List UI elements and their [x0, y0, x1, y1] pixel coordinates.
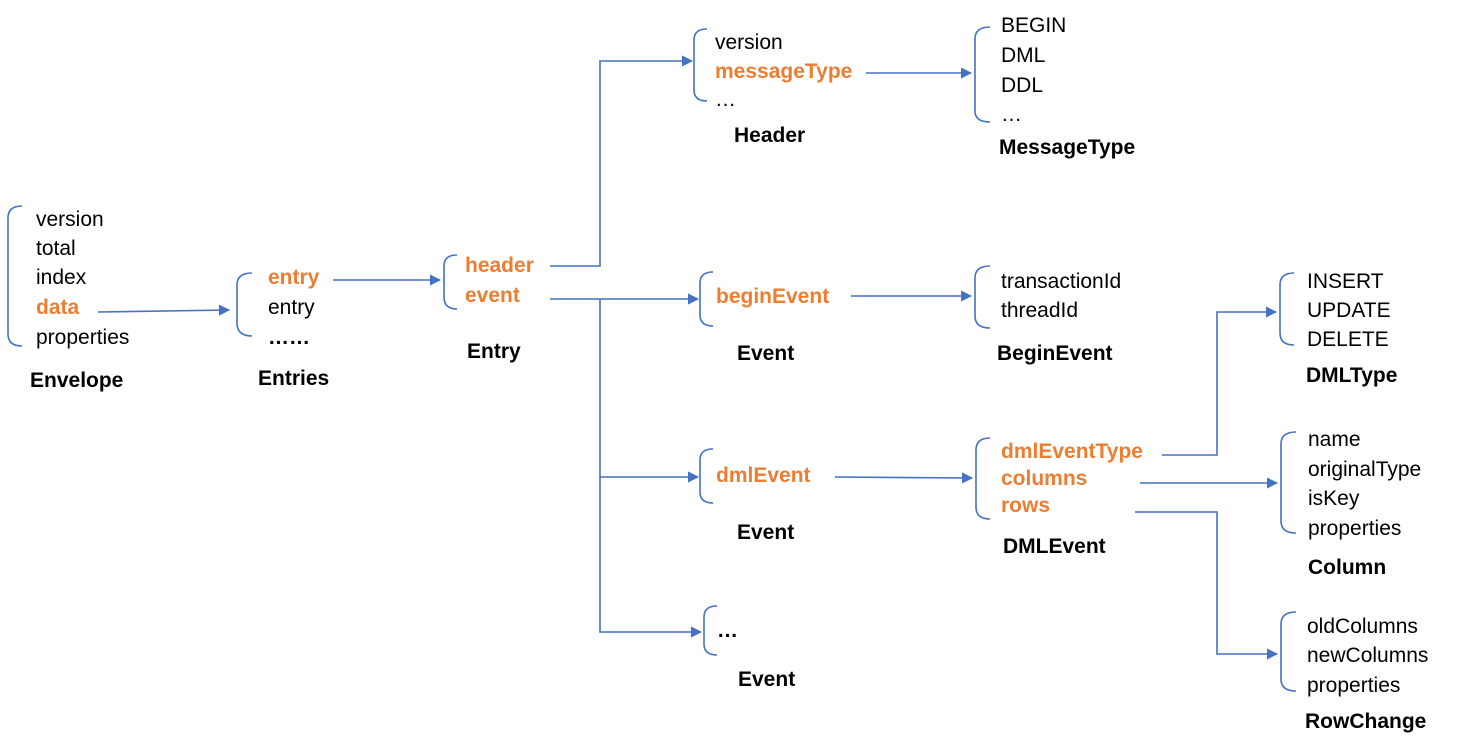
entries-title: Entries: [258, 367, 329, 390]
messagetype-title: MessageType: [999, 136, 1135, 159]
rowchange-field-oldcolumns: oldColumns: [1307, 615, 1418, 638]
messagetype-value-ddl: DDL: [1001, 74, 1043, 97]
entry-title: Entry: [467, 340, 521, 363]
dmlevent-brace: [975, 437, 991, 520]
envelope-title: Envelope: [30, 369, 123, 392]
beginevent-title: BeginEvent: [997, 342, 1113, 365]
envelope-field-total: total: [36, 237, 76, 260]
entry-field-event: event: [465, 284, 520, 307]
rowchange-brace: [1280, 611, 1297, 692]
entry-field-header: header: [465, 254, 534, 277]
entries-brace: [236, 272, 253, 337]
dml-event-container-brace: [699, 448, 714, 504]
column-brace: [1280, 431, 1297, 534]
envelope-field-data: data: [36, 296, 80, 319]
arrow-dmleventtype-to-dmltype: [1162, 306, 1278, 456]
event-dml-title: Event: [737, 521, 794, 544]
arrow-dmlevent-to-dmlevent: [834, 472, 974, 484]
entries-field-entry-2: entry: [268, 296, 315, 319]
rowchange-field-newcolumns: newColumns: [1307, 644, 1428, 667]
messagetype-brace: [974, 26, 991, 123]
arrow-event-to-dml-event: [599, 299, 700, 483]
entry-brace: [443, 254, 458, 310]
column-field-originaltype: originalType: [1308, 458, 1421, 481]
event-other-title: Event: [738, 668, 795, 691]
header-brace: [693, 28, 708, 102]
dmltype-value-update: UPDATE: [1307, 299, 1391, 322]
envelope-field-index: index: [36, 266, 87, 289]
other-event-container-brace: [703, 605, 718, 656]
event-field-ellipsis: …: [717, 619, 738, 642]
arrow-data-to-entries: [97, 304, 231, 316]
dmlevent-field-dmleventtype: dmlEventType: [1001, 440, 1143, 463]
messagetype-value-ellipsis: …: [1001, 103, 1022, 126]
header-field-version: version: [715, 31, 783, 54]
entries-field-entry-1: entry: [268, 266, 320, 289]
arrow-event-to-other-event: [599, 477, 703, 638]
header-field-ellipsis: …: [715, 88, 736, 111]
column-title: Column: [1308, 556, 1386, 579]
beginevent-field-threadid: threadId: [1001, 299, 1078, 322]
dmltype-title: DMLType: [1306, 364, 1397, 387]
beginevent-brace: [974, 265, 991, 329]
dmltype-value-insert: INSERT: [1307, 270, 1384, 293]
dmlevent-field-rows: rows: [1001, 494, 1050, 517]
messagetype-value-dml: DML: [1001, 44, 1045, 67]
dmltype-value-delete: DELETE: [1307, 328, 1389, 351]
messagetype-value-begin: BEGIN: [1001, 14, 1066, 37]
event-begin-title: Event: [737, 342, 794, 365]
header-title: Header: [734, 124, 805, 147]
envelope-field-version: version: [36, 208, 104, 231]
event-field-dmlevent: dmlEvent: [716, 464, 811, 487]
envelope-field-properties: properties: [36, 326, 129, 349]
envelope-brace: [7, 205, 23, 347]
beginevent-field-transactionid: transactionId: [1001, 270, 1121, 293]
header-field-messagetype: messageType: [715, 60, 852, 83]
dmlevent-title: DMLEvent: [1003, 535, 1106, 558]
arrow-rows-to-rowchange: [1135, 511, 1279, 660]
dmlevent-field-columns: columns: [1001, 467, 1087, 490]
rowchange-field-properties: properties: [1307, 674, 1400, 697]
column-field-properties: properties: [1308, 517, 1401, 540]
rowchange-title: RowChange: [1305, 710, 1426, 733]
column-field-name: name: [1308, 428, 1361, 451]
dmltype-brace: [1279, 272, 1295, 346]
event-field-beginevent: beginEvent: [716, 285, 829, 308]
column-field-iskey: isKey: [1308, 487, 1360, 510]
begin-event-container-brace: [699, 271, 714, 327]
entries-field-ellipsis: ……: [268, 326, 310, 349]
arrow-header-to-header: [550, 55, 694, 267]
